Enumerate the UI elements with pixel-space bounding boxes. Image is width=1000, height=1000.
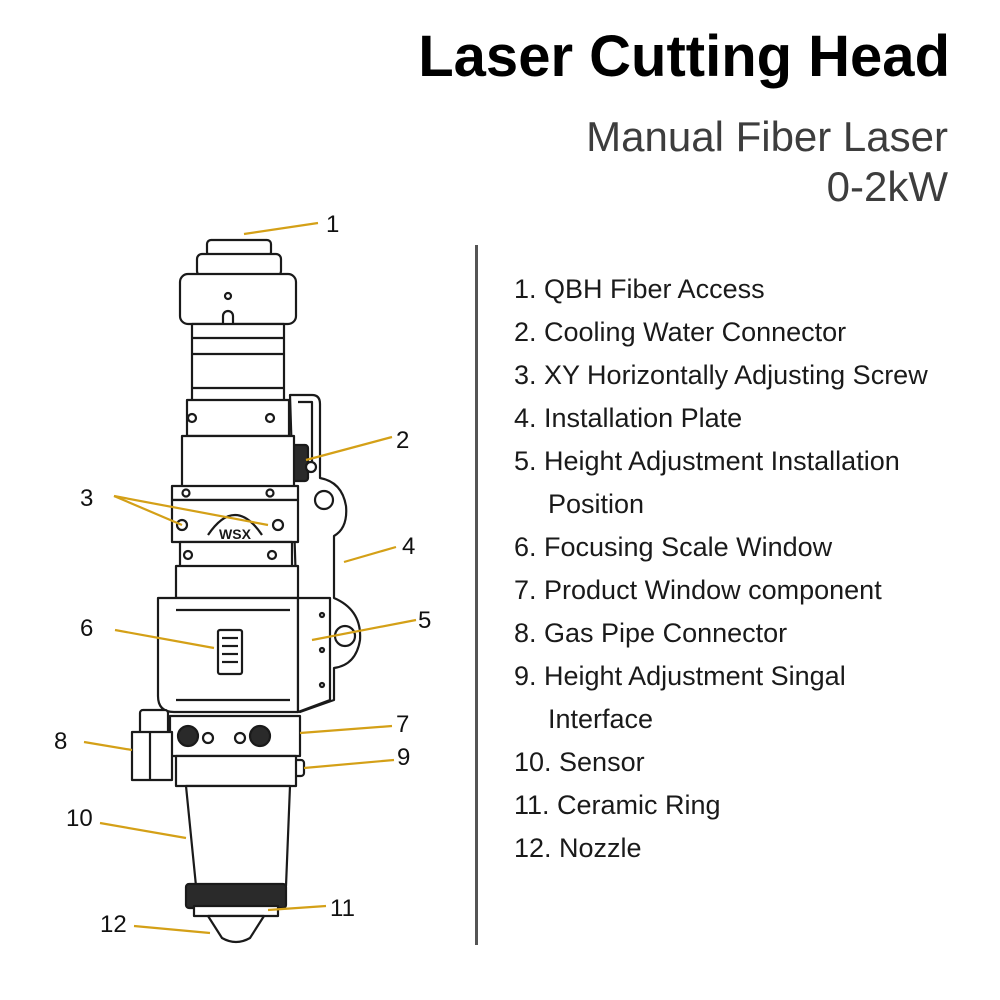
parts-legend: 1. QBH Fiber Access 2. Cooling Water Con… bbox=[514, 268, 928, 870]
page-subtitle: Manual Fiber Laser 0-2kW bbox=[586, 112, 948, 213]
collar bbox=[180, 434, 296, 490]
callout-7: 7 bbox=[396, 711, 409, 738]
xy-adjust-block: WSX bbox=[170, 484, 300, 570]
nozzle bbox=[206, 914, 266, 944]
leader-4 bbox=[343, 545, 397, 564]
gas-pipe-connector bbox=[130, 708, 174, 782]
legend-item-5: 5. Height Adjustment Installation bbox=[514, 446, 900, 476]
legend-item-11: 11. Ceramic Ring bbox=[514, 790, 721, 820]
callout-3: 3 bbox=[80, 485, 93, 512]
legend-item-9-continued: Interface bbox=[548, 704, 654, 734]
callout-8: 8 bbox=[54, 728, 67, 755]
sensor bbox=[184, 784, 292, 888]
callout-2: 2 bbox=[396, 427, 409, 454]
callout-4: 4 bbox=[402, 533, 415, 560]
legend-item-7: 7. Product Window component bbox=[514, 575, 882, 605]
focusing-scale-window bbox=[216, 628, 244, 676]
legend-item-3: 3. XY Horizontally Adjusting Screw bbox=[514, 360, 928, 390]
leader-1 bbox=[243, 221, 319, 236]
page-title: Laser Cutting Head bbox=[418, 24, 950, 89]
qbh-fiber-access bbox=[178, 238, 298, 331]
leader-8 bbox=[83, 740, 133, 752]
leader-3b bbox=[113, 494, 269, 527]
leader-10 bbox=[99, 821, 187, 840]
legend-item-5-continued: Position bbox=[548, 489, 645, 519]
legend-item-10: 10. Sensor bbox=[514, 747, 645, 777]
callout-5: 5 bbox=[418, 607, 431, 634]
leader-lines bbox=[83, 221, 417, 935]
product-window-component bbox=[168, 714, 302, 758]
cutting-head-drawing: WSX bbox=[54, 211, 431, 944]
callout-6: 6 bbox=[80, 615, 93, 642]
subtitle-line-2: 0-2kW bbox=[826, 163, 948, 211]
legend-item-2: 2. Cooling Water Connector bbox=[514, 317, 847, 347]
legend-item-12: 12. Nozzle bbox=[514, 833, 642, 863]
callout-12: 12 bbox=[100, 911, 127, 938]
legend-divider bbox=[475, 245, 478, 945]
legend-item-4: 4. Installation Plate bbox=[514, 403, 743, 433]
callout-10: 10 bbox=[66, 805, 93, 832]
wsx-logo: WSX bbox=[207, 513, 263, 542]
upper-tube bbox=[185, 322, 291, 438]
legend-item-8: 8. Gas Pipe Connector bbox=[514, 618, 788, 648]
callout-9: 9 bbox=[397, 744, 410, 771]
leader-7 bbox=[299, 724, 393, 735]
leader-5 bbox=[311, 618, 417, 642]
legend-item-1: 1. QBH Fiber Access bbox=[514, 274, 765, 304]
leader-11 bbox=[267, 904, 327, 912]
legend-item-9: 9. Height Adjustment Singal bbox=[514, 661, 846, 691]
logo-text: WSX bbox=[219, 526, 252, 542]
ceramic-ring bbox=[184, 882, 288, 918]
leader-9 bbox=[303, 758, 395, 770]
leader-2 bbox=[305, 435, 393, 462]
callout-1: 1 bbox=[326, 211, 339, 238]
callout-numbers: 1 2 3 4 5 6 7 8 9 10 11 12 bbox=[54, 211, 431, 938]
leader-12 bbox=[133, 924, 211, 935]
callout-11: 11 bbox=[330, 895, 355, 922]
leader-6 bbox=[114, 628, 215, 650]
subtitle-line-1: Manual Fiber Laser bbox=[586, 113, 948, 160]
leader-3a bbox=[113, 494, 183, 527]
legend-item-6: 6. Focusing Scale Window bbox=[514, 532, 833, 562]
lower-body bbox=[174, 754, 298, 788]
